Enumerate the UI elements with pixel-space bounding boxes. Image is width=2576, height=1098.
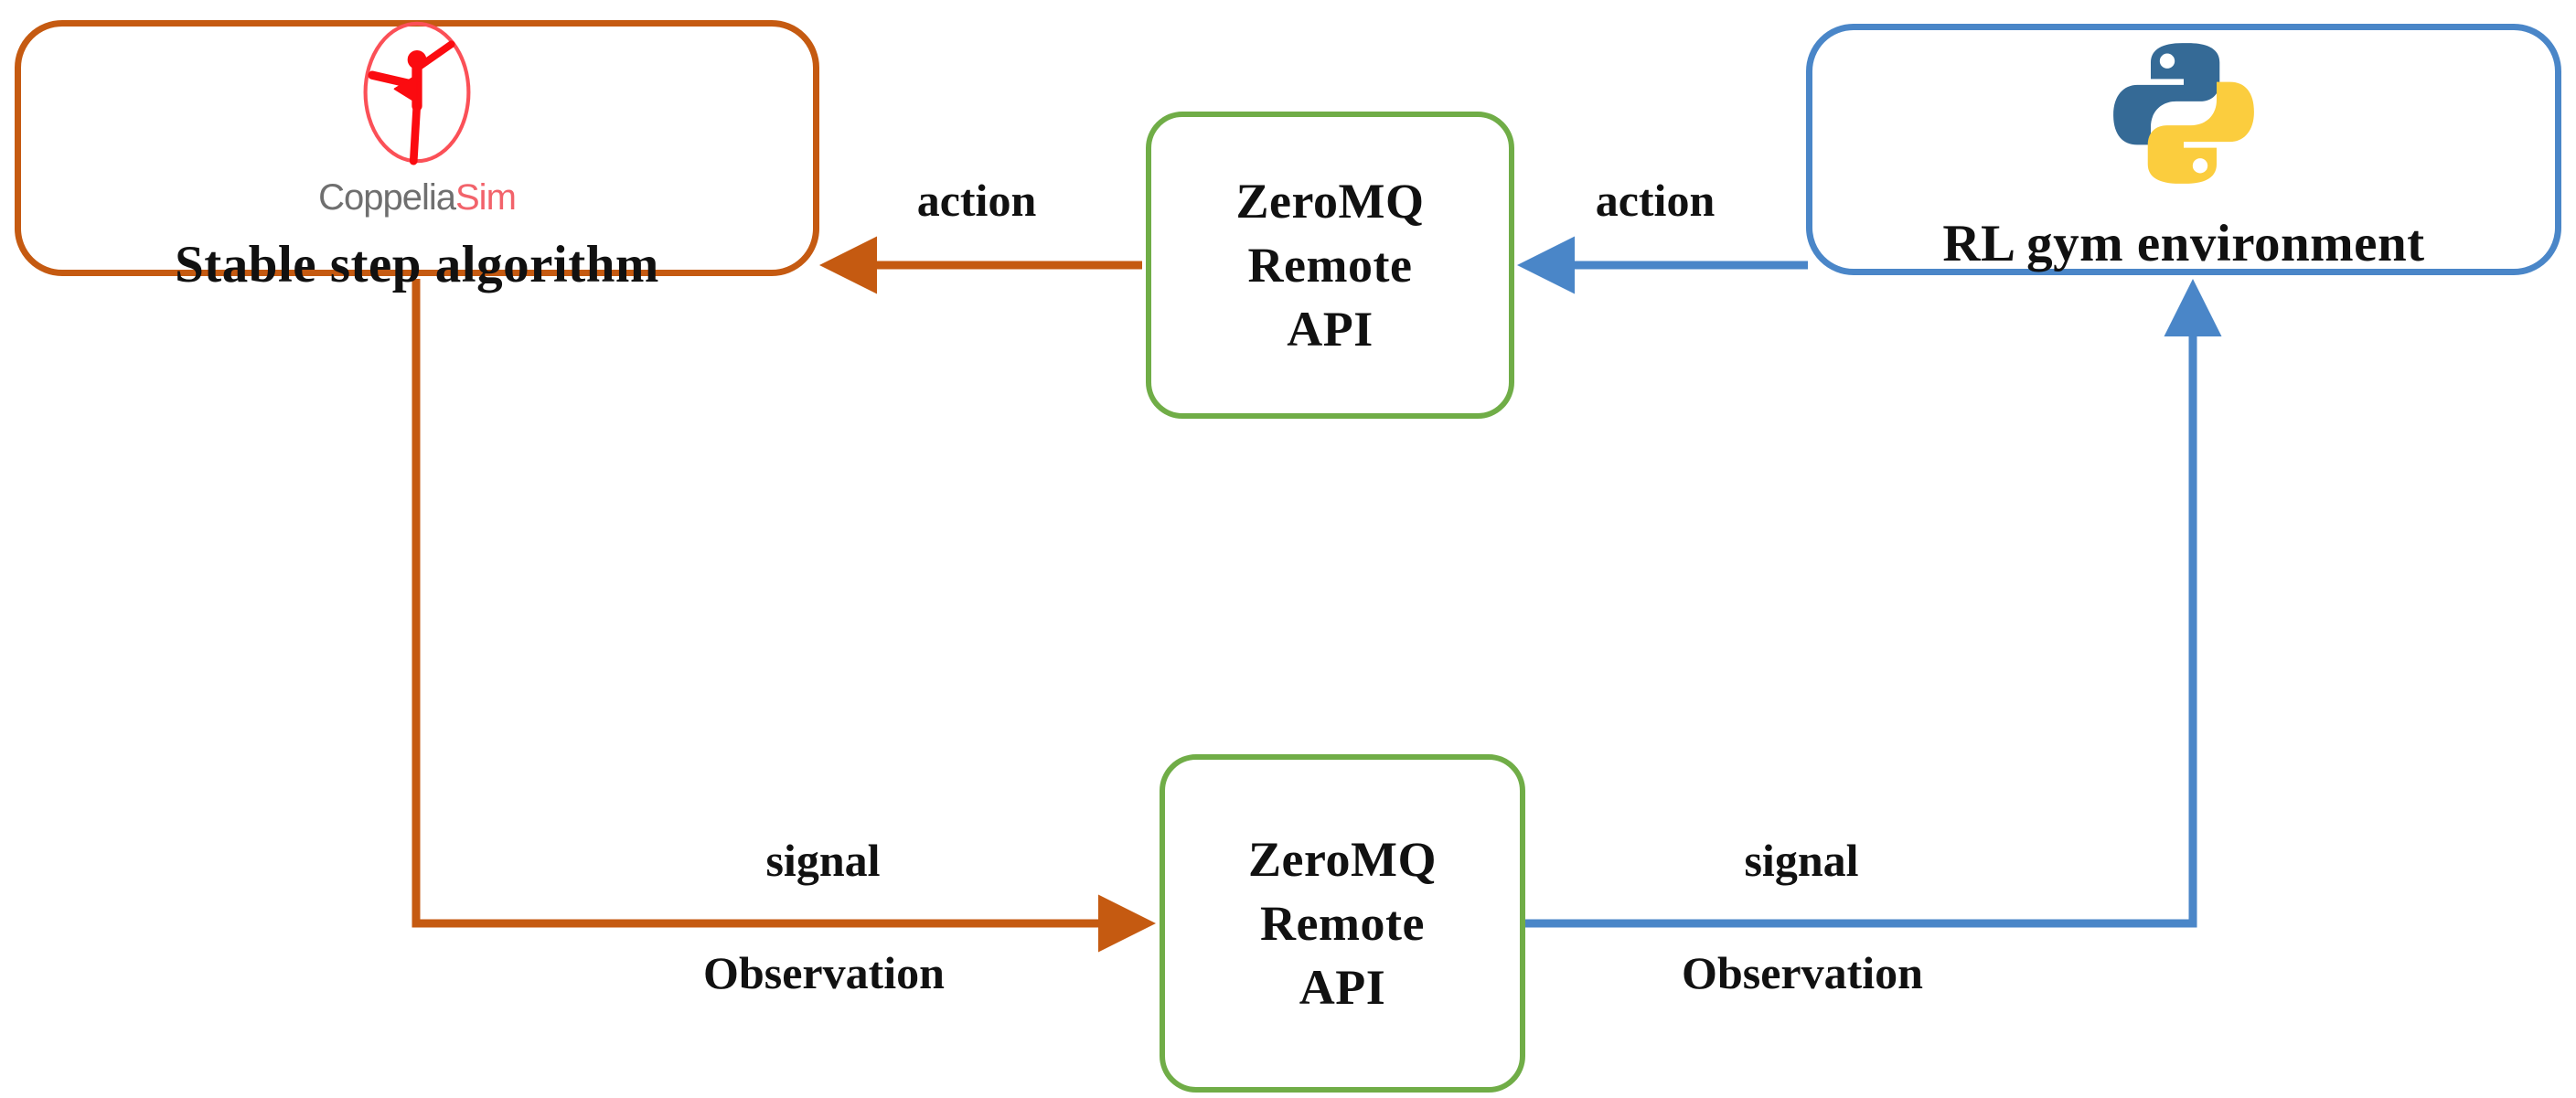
node-rl-gym-environment[interactable]: RL gym environment	[1806, 24, 2561, 275]
connector-observation-orange	[412, 279, 1156, 953]
node-zeromq-bottom-line1: ZeroMQ	[1248, 831, 1437, 887]
connector-observation-blue	[1525, 279, 2222, 928]
node-zeromq-top-line1: ZeroMQ	[1235, 173, 1425, 229]
coppeliasim-mark-icon	[331, 5, 503, 179]
python-logo-icon	[2101, 31, 2266, 196]
node-zeromq-remote-api-top[interactable]: ZeroMQ Remote API	[1146, 112, 1514, 419]
node-zeromq-bottom-line2: Remote	[1260, 895, 1425, 951]
coppeliasim-wordmark-primary: Coppelia	[318, 177, 456, 218]
node-stable-step-algorithm[interactable]: CoppeliaSim Stable step algorithm	[15, 20, 819, 293]
node-zeromq-top-line2: Remote	[1247, 237, 1413, 293]
edge-label-action-left: action	[916, 175, 1037, 226]
node-zeromq-remote-api-bottom[interactable]: ZeroMQ Remote API	[1160, 754, 1525, 1093]
coppeliasim-wordmark: CoppeliaSim	[318, 177, 517, 219]
edge-label-signal-left: signal	[765, 835, 881, 886]
edge-label-observation-right: Observation	[1682, 947, 1923, 998]
node-zeromq-top-line3: API	[1287, 302, 1374, 357]
coppeliasim-logo: CoppeliaSim	[318, 5, 517, 219]
edge-label-action-right: action	[1595, 175, 1716, 226]
edge-label-signal-right: signal	[1744, 835, 1859, 886]
coppeliasim-wordmark-accent: Sim	[455, 177, 517, 218]
edge-label-observation-left: Observation	[703, 947, 945, 998]
node-zeromq-bottom-line3: API	[1299, 960, 1386, 1016]
node-stable-step-algorithm-label: Stable step algorithm	[175, 236, 659, 293]
node-rl-gym-environment-label: RL gym environment	[1942, 215, 2425, 272]
